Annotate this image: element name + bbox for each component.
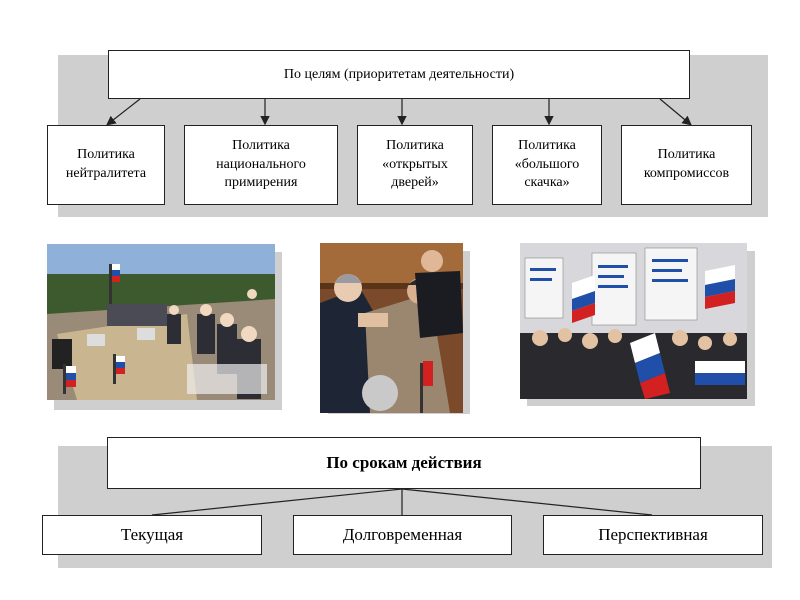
goals-header-box: По целям (приоритетам деятельности) (108, 50, 690, 99)
policy-compromise-box: Политика компромиссов (621, 125, 752, 205)
policy-open-doors-line1: Политика (386, 137, 444, 153)
duration-header-label: По срокам действия (326, 453, 482, 472)
duration-header-box: По срокам действия (107, 437, 701, 489)
rally-with-flags-photo (520, 243, 747, 399)
parliament-fight-photo (320, 243, 463, 413)
current-box: Текущая (42, 515, 262, 555)
policy-neutrality-box: Политика нейтралитета (47, 125, 165, 205)
policy-compromise-line2: компромиссов (643, 166, 730, 181)
policy-open-doors-line3: дверей» (391, 175, 439, 191)
prospective-box: Перспективная (543, 515, 763, 555)
policy-great-leap-line1: Политика (518, 137, 576, 153)
current-label: Текущая (120, 525, 184, 544)
policy-neutrality-line2: нейтралитета (65, 166, 147, 181)
policy-reconciliation-line2: национального (216, 156, 306, 172)
long-term-box: Долговременная (293, 515, 512, 555)
policy-great-leap-line3: скачка» (524, 175, 570, 191)
policy-reconciliation-line1: Политика (232, 137, 290, 153)
policy-reconciliation-box: Политика национального примирения (184, 125, 338, 205)
policy-great-leap-line2: «большого (514, 156, 580, 172)
policy-reconciliation-line3: примирения (224, 175, 298, 191)
policy-compromise-line1: Политика (657, 147, 716, 163)
policy-neutrality-line1: Политика (77, 147, 135, 163)
policy-great-leap-box: Политика «большого скачка» (492, 125, 602, 205)
goals-header-label: По целям (приоритетам деятельности) (283, 66, 515, 82)
conference-meeting-photo (47, 244, 275, 400)
prospective-label: Перспективная (598, 525, 708, 544)
policy-open-doors-box: Политика «открытых дверей» (357, 125, 473, 205)
policy-open-doors-line2: «открытых (382, 156, 448, 172)
long-term-label: Долговременная (342, 525, 463, 544)
